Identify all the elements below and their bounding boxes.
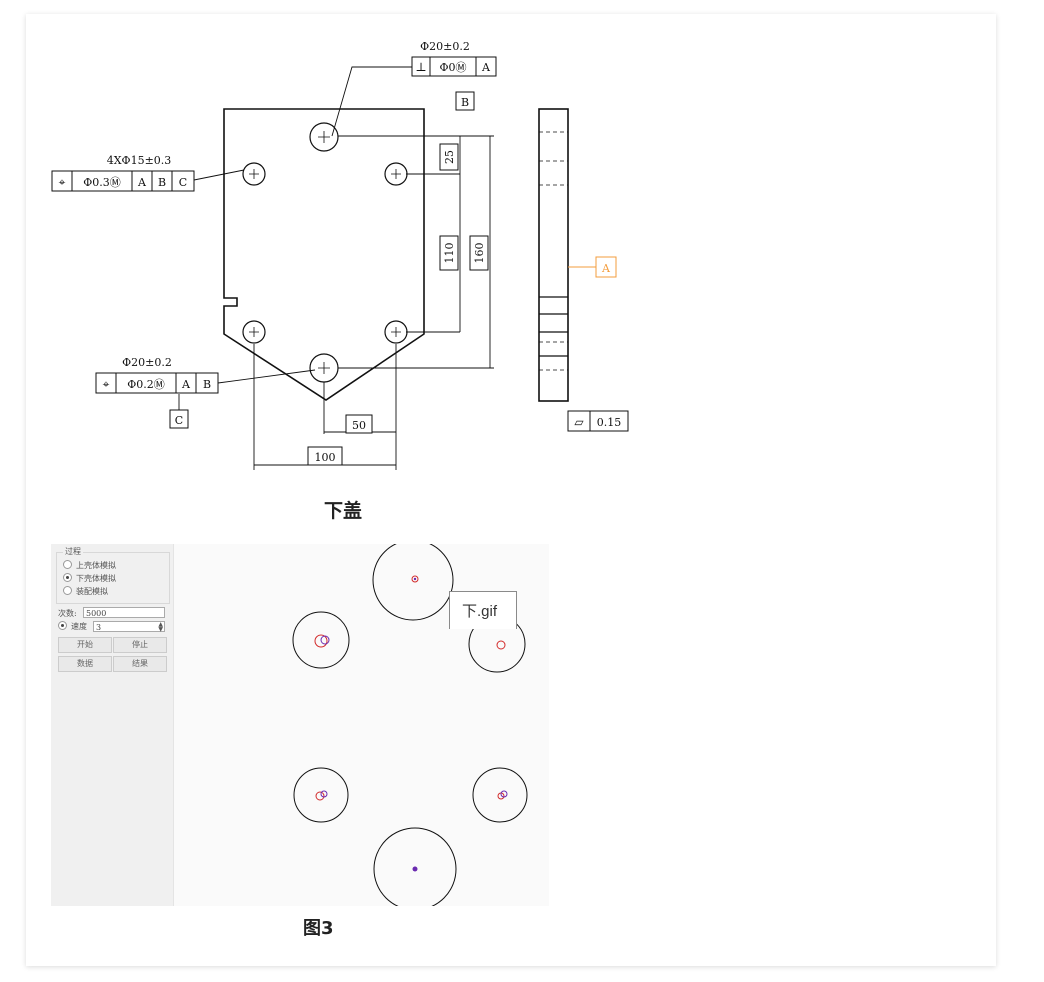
marker-bottom [412,866,418,872]
sim-hole-bottom [373,827,457,906]
bottom-tolerance-label: Φ20±0.2 [122,356,172,369]
gif-filename-tooltip: 下.gif [449,591,517,629]
datum-a-box [595,256,617,278]
left-tolerance-label: 4XΦ15±0.3 [107,154,172,167]
part-outline [223,108,425,401]
content-card: Φ20±0.2 ⊥ Φ0Ⓜ A B 4XΦ15±0.3 ⌖ Φ0.3Ⓜ A B … [26,14,996,966]
bottom-feature-frame [95,372,219,394]
hole-lower-left [242,320,266,344]
sim-hole-top [372,544,454,621]
spinner-arrows-icon[interactable]: ▲▼ [158,621,163,633]
sim-hole-lower-left [293,767,349,823]
datum-b-box [455,91,475,111]
radio-upper-shell-label: 上壳体模拟 [76,561,116,570]
datum-b-label: B [461,96,469,109]
hole-top [309,122,339,152]
left-feature-frame [51,170,195,192]
dim-110: 110 [443,243,456,264]
datum-a-label: A [601,262,611,275]
left-frame-datum-a: A [137,176,147,189]
dim-50: 50 [352,419,366,432]
control-panel: 过程 上壳体模拟 下壳体模拟 装配模拟 次数: 5000 速度 3 ▲▼ 开始 … [51,544,174,906]
dimension-lines [178,66,494,470]
radio-assembly-label: 装配模拟 [76,587,108,596]
marker-top-center [413,577,417,581]
hole-upper-left [242,162,266,186]
flatness-symbol: ▱ [574,415,584,429]
datum-c-label: C [175,414,183,427]
top-feature-frame [411,56,497,77]
dim-160: 160 [473,243,486,264]
simulation-canvas [292,544,528,906]
marker-upper-left-alt [320,635,330,645]
dimension-boxes [307,143,489,466]
radio-assembly-button[interactable] [63,586,72,595]
dim-100: 100 [315,451,336,464]
stop-button[interactable]: 停止 [113,637,167,653]
dim-25: 25 [443,150,456,164]
process-group [56,552,170,604]
left-frame-value: Φ0.3Ⓜ [83,176,121,189]
simulation-window: 过程 上壳体模拟 下壳体模拟 装配模拟 次数: 5000 速度 3 ▲▼ 开始 … [51,544,549,906]
data-button[interactable]: 数据 [58,656,112,672]
speed-radio[interactable] [58,621,67,630]
radio-lower-shell-button[interactable] [63,573,72,582]
marker-lower-right-alt [500,790,508,798]
marker-lower-left [315,791,325,801]
marker-upper-right [496,640,506,650]
bottom-frame-symbol: ⌖ [103,377,110,391]
sim-hole-lower-right [472,767,528,823]
bottom-frame-value: Φ0.2Ⓜ [127,378,165,391]
process-group-title: 过程 [63,546,83,557]
flatness-value: 0.15 [597,416,622,429]
left-frame-symbol: ⌖ [59,175,66,189]
radio-assembly[interactable]: 装配模拟 [63,586,108,598]
datum-c-box [169,409,189,429]
result-button[interactable]: 结果 [113,656,167,672]
radio-lower-shell[interactable]: 下壳体模拟 [63,573,116,585]
radio-upper-shell-button[interactable] [63,560,72,569]
marker-upper-left [314,634,328,648]
left-frame-datum-b: B [158,176,166,189]
radio-lower-shell-label: 下壳体模拟 [76,574,116,583]
top-frame-datum: A [481,61,491,74]
drawing-caption: 下盖 [324,500,363,522]
flatness-frame [567,410,629,432]
radio-upper-shell[interactable]: 上壳体模拟 [63,560,116,572]
marker-top [411,575,419,583]
speed-row: 速度 [58,621,87,632]
speed-label: 速度 [71,622,87,631]
left-frame-datum-c: C [179,176,187,189]
top-frame-symbol: ⊥ [415,60,426,74]
top-frame-value: Φ0Ⓜ [439,61,466,74]
figure-caption: 图3 [303,918,334,939]
start-button[interactable]: 开始 [58,637,112,653]
count-label: 次数: [58,609,77,618]
drawing-holes [242,122,408,383]
engineering-drawing: Φ20±0.2 ⊥ Φ0Ⓜ A B 4XΦ15±0.3 ⌖ Φ0.3Ⓜ A B … [51,40,629,470]
top-tolerance-label: Φ20±0.2 [420,40,470,53]
count-input[interactable]: 5000 [83,607,165,618]
sim-hole-upper-left [292,611,350,669]
speed-value: 3 [96,623,102,632]
bottom-frame-datum-a: A [181,378,191,391]
speed-spinbox[interactable]: 3 ▲▼ [93,621,165,633]
side-view [538,108,569,402]
bottom-frame-datum-b: B [203,378,211,391]
marker-lower-left-alt [320,790,328,798]
